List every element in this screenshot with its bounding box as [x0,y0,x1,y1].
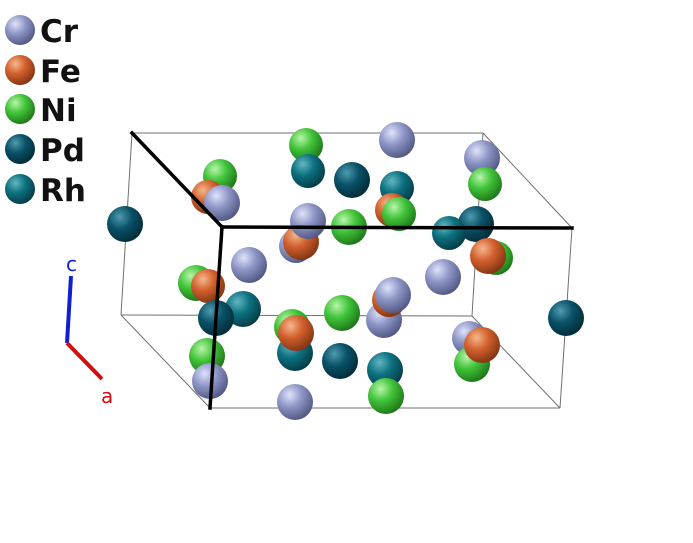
atom-cr [192,363,228,399]
atom-fe [464,327,500,363]
cr-swatch [5,15,35,45]
atom-fe [470,238,506,274]
atom-cr [464,140,500,176]
unit-cell-front [129,130,574,410]
pd-swatch [5,134,35,164]
a-axis-label: a [101,384,113,408]
atom-pd [458,206,494,242]
legend-label-fe: Fe [40,54,81,90]
legend-label-ni: Ni [40,93,77,129]
atom-pd [322,343,358,379]
legend-item-ni: Ni [5,93,77,129]
atom-rh [367,352,403,388]
axis-indicator: c a [65,252,113,408]
atoms [107,122,584,420]
legend-label-rh: Rh [40,173,86,209]
legend-label-pd: Pd [40,133,85,169]
atom-ni [289,128,323,162]
atom-cr [204,185,240,221]
atom-cr [425,259,461,295]
atom-ni [368,378,404,414]
atom-pd [107,206,143,242]
legend: Cr Fe Ni Pd Rh [5,14,86,209]
rh-swatch [5,174,35,204]
legend-item-rh: Rh [5,173,86,209]
atom-rh [432,216,466,250]
a-axis-line [65,341,104,381]
atom-ni [324,295,360,331]
atom-cr [375,277,411,313]
fe-swatch [5,55,35,85]
atom-pd [548,300,584,336]
legend-item-pd: Pd [5,133,85,169]
atom-pd [334,162,370,198]
atom-cr [290,203,326,239]
atom-cr [379,122,415,158]
c-axis-line [65,275,73,344]
atom-cr [231,247,267,283]
atom-cr [277,384,313,420]
atom-fe [278,315,314,351]
legend-item-cr: Cr [5,14,79,50]
ni-swatch [5,94,35,124]
legend-label-cr: Cr [40,14,79,50]
c-axis-label: c [66,252,77,276]
atom-ni [468,167,502,201]
legend-item-fe: Fe [5,54,81,90]
atom-rh [291,154,325,188]
atom-ni [382,197,416,231]
